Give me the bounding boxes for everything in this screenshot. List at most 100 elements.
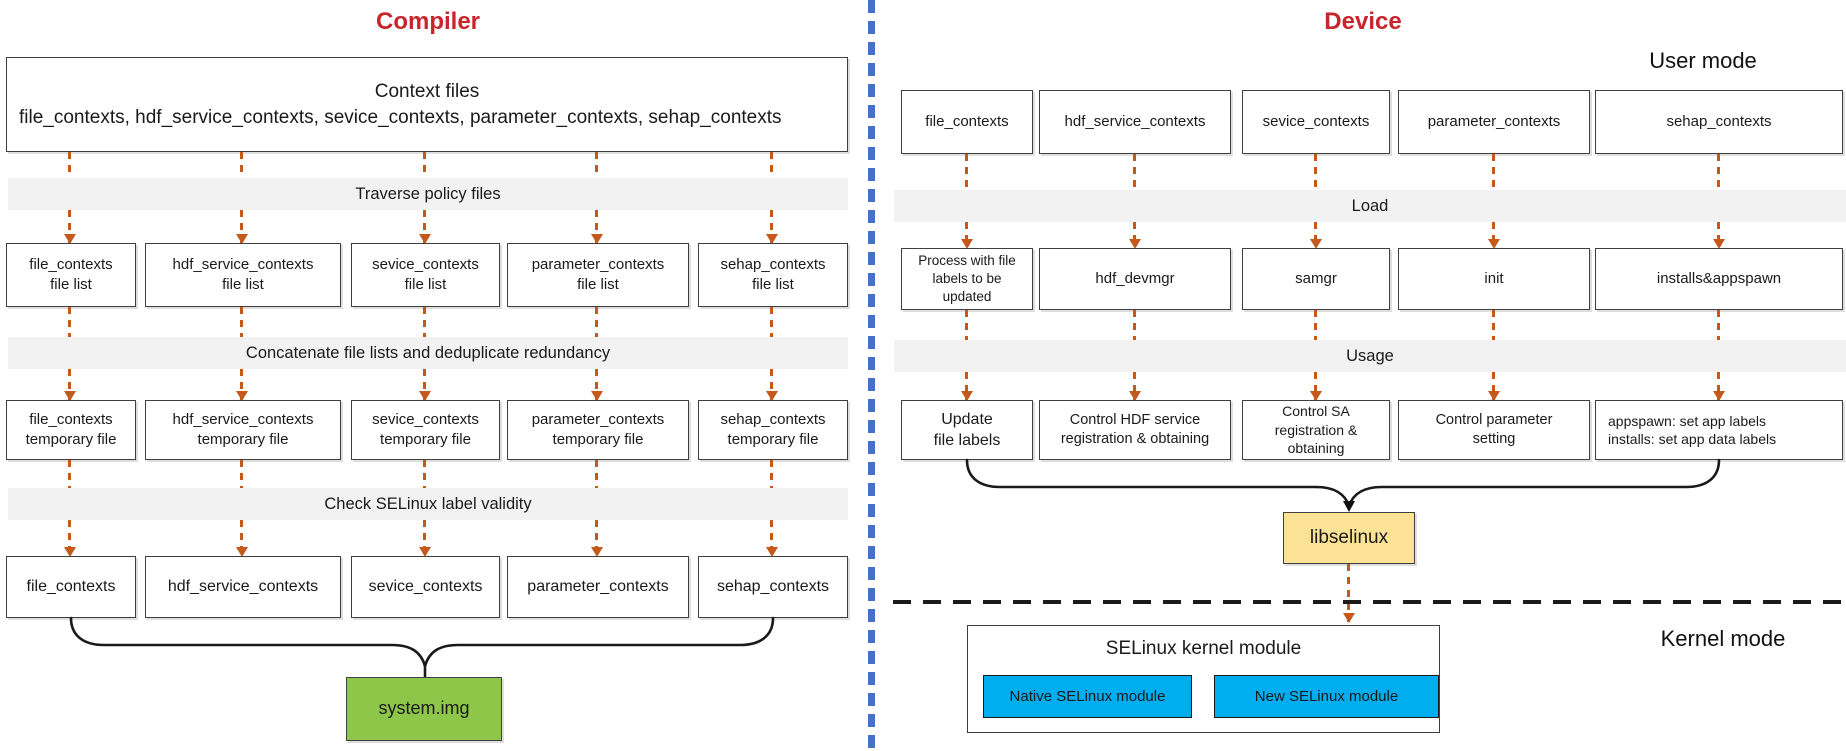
dashed-arrow <box>423 210 426 243</box>
compiler-section-title: Compiler <box>375 8 480 35</box>
device-context-box: hdf_service_contexts <box>1039 90 1231 154</box>
dashed-connector <box>240 460 243 488</box>
dashed-connector <box>423 460 426 488</box>
dashed-connector <box>770 460 773 488</box>
load-bar: Load <box>894 190 1846 222</box>
process-box: samgr <box>1242 248 1390 310</box>
dashed-arrow <box>68 210 71 243</box>
selinux-kernel-module-title: SELinux kernel module <box>1105 638 1302 659</box>
final-context-box: sehap_contexts <box>698 556 848 618</box>
usage-box: Control SA registration & obtaining <box>1242 400 1390 460</box>
device-context-box: parameter_contexts <box>1398 90 1590 154</box>
dashed-connector <box>68 307 71 337</box>
selinux-kernel-module-box: SELinux kernel module Native SELinux mod… <box>967 625 1440 733</box>
dashed-arrow <box>965 222 968 248</box>
dashed-connector <box>1492 154 1495 190</box>
user-mode-label: User mode <box>1649 48 1757 73</box>
dashed-connector <box>423 152 426 178</box>
dashed-arrow <box>595 210 598 243</box>
dashed-connector <box>1133 154 1136 190</box>
dashed-connector <box>965 154 968 190</box>
dashed-connector <box>770 152 773 178</box>
dashed-connector <box>595 460 598 488</box>
gather-brace <box>965 458 1721 508</box>
dashed-connector <box>1314 310 1317 340</box>
usage-box: Update file labels <box>901 400 1033 460</box>
temporary-file-box: file_contexts temporary file <box>6 400 136 460</box>
native-selinux-module-box: Native SELinux module <box>983 675 1192 718</box>
temporary-file-box: hdf_service_contexts temporary file <box>145 400 341 460</box>
usage-box: Control parameter setting <box>1398 400 1590 460</box>
final-context-box: parameter_contexts <box>507 556 689 618</box>
dashed-arrow <box>240 520 243 556</box>
context-files-box-body: file_contexts, hdf_service_contexts, sev… <box>19 106 782 128</box>
libselinux-box: libselinux <box>1283 512 1415 564</box>
final-context-box: hdf_service_contexts <box>145 556 341 618</box>
dashed-connector <box>423 307 426 337</box>
temporary-file-box: sehap_contexts temporary file <box>698 400 848 460</box>
dashed-arrow <box>595 369 598 400</box>
file-list-box: sehap_contexts file list <box>698 243 848 307</box>
check-validity-bar: Check SELinux label validity <box>8 488 848 520</box>
dashed-arrow <box>1717 222 1720 248</box>
kernel-boundary-dashed-line <box>893 600 1846 604</box>
dashed-connector <box>1492 310 1495 340</box>
new-selinux-module-box: New SELinux module <box>1214 675 1439 718</box>
dashed-connector <box>1717 310 1720 340</box>
system-img-box: system.img <box>346 677 502 741</box>
process-box: Process with file labels to be updated <box>901 248 1033 310</box>
process-box: init <box>1398 248 1590 310</box>
dashed-connector <box>240 152 243 178</box>
process-box: installs&appspawn <box>1595 248 1843 310</box>
dashed-arrow <box>965 372 968 400</box>
dashed-connector <box>240 307 243 337</box>
dashed-arrow <box>68 369 71 400</box>
dashed-connector <box>1133 310 1136 340</box>
dashed-arrow <box>240 210 243 243</box>
dashed-connector <box>595 152 598 178</box>
dashed-connector <box>1314 154 1317 190</box>
dashed-arrow <box>595 520 598 556</box>
dashed-connector <box>1717 154 1720 190</box>
usage-box: appspawn: set app labels installs: set a… <box>1595 400 1843 460</box>
final-context-box: file_contexts <box>6 556 136 618</box>
dashed-arrow <box>423 520 426 556</box>
device-context-box: file_contexts <box>901 90 1033 154</box>
device-context-box: sevice_contexts <box>1242 90 1390 154</box>
dashed-arrow <box>1347 564 1350 622</box>
file-list-box: file_contexts file list <box>6 243 136 307</box>
traverse-policy-files-bar: Traverse policy files <box>8 178 848 210</box>
file-list-box: sevice_contexts file list <box>351 243 500 307</box>
dashed-arrow <box>1314 222 1317 248</box>
dashed-arrow <box>1314 372 1317 400</box>
dashed-connector <box>68 460 71 488</box>
context-files-box-title: Context files <box>374 81 480 103</box>
dashed-connector <box>595 307 598 337</box>
dashed-arrow <box>1492 222 1495 248</box>
kernel-mode-label: Kernel mode <box>1660 626 1786 651</box>
context-files-box: Context files file_contexts, hdf_service… <box>6 57 848 152</box>
device-context-box: sehap_contexts <box>1595 90 1843 154</box>
final-context-box: sevice_contexts <box>351 556 500 618</box>
dashed-arrow <box>1492 372 1495 400</box>
dashed-arrow <box>770 210 773 243</box>
section-divider-dashed-line <box>868 0 875 751</box>
dashed-connector <box>770 307 773 337</box>
dashed-arrow <box>770 520 773 556</box>
concatenate-bar: Concatenate file lists and deduplicate r… <box>8 337 848 369</box>
device-section-title: Device <box>1324 8 1402 35</box>
file-list-box: hdf_service_contexts file list <box>145 243 341 307</box>
usage-bar: Usage <box>894 340 1846 372</box>
dashed-arrow <box>240 369 243 400</box>
dashed-connector <box>68 152 71 178</box>
temporary-file-box: sevice_contexts temporary file <box>351 400 500 460</box>
gather-brace <box>69 616 775 679</box>
dashed-arrow <box>1133 372 1136 400</box>
dashed-arrow <box>1133 222 1136 248</box>
file-list-box: parameter_contexts file list <box>507 243 689 307</box>
dashed-arrow <box>770 369 773 400</box>
arrowhead <box>1343 501 1355 512</box>
temporary-file-box: parameter_contexts temporary file <box>507 400 689 460</box>
usage-box: Control HDF service registration & obtai… <box>1039 400 1231 460</box>
